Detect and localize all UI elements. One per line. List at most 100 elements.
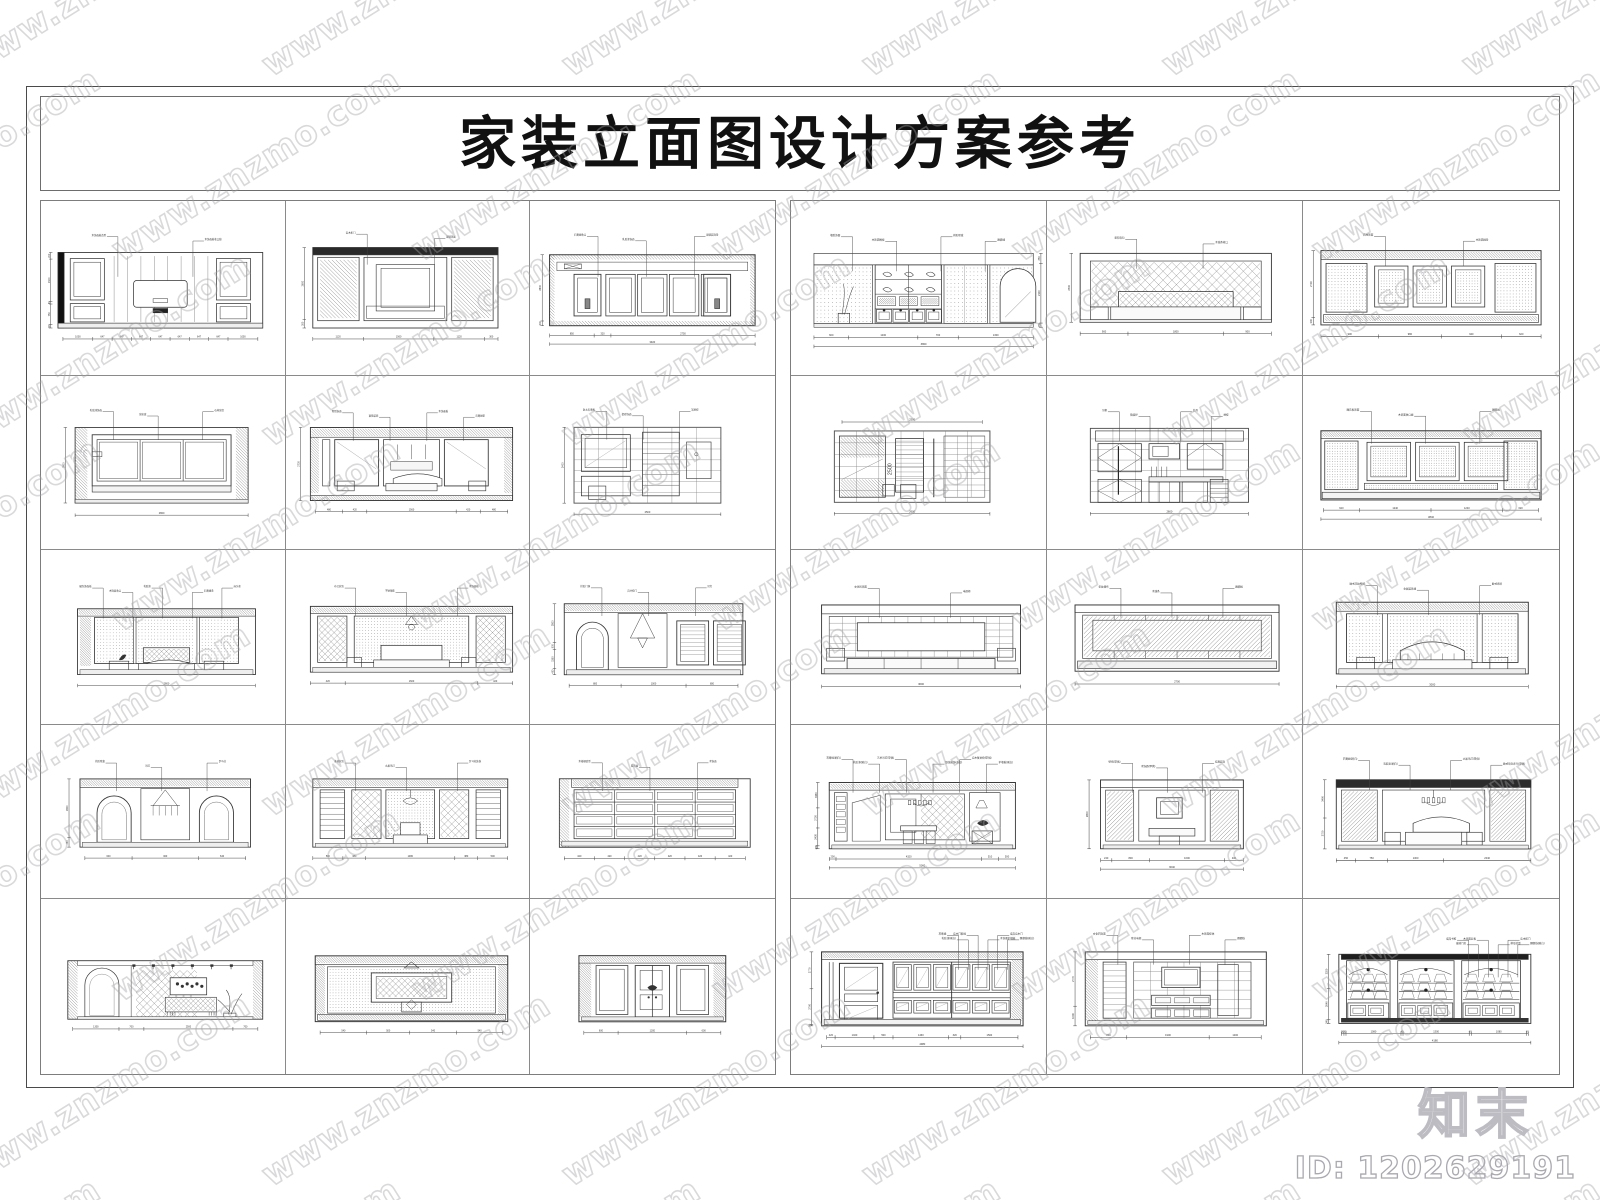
svg-text:木饰面板收口线: 木饰面板收口线	[205, 237, 223, 241]
svg-text:1000: 1000	[651, 683, 657, 686]
title-block: 家装立面图设计方案参考	[40, 96, 1560, 191]
svg-text:1000: 1000	[240, 336, 246, 339]
svg-text:480: 480	[327, 508, 332, 511]
svg-text:420: 420	[466, 508, 471, 511]
svg-text:647: 647	[178, 336, 183, 339]
elevation-drawing-bookcase-elevation: 成品书柜玻璃门扇木饰面层板拱形造型实木柜门踢脚线(刷白)225020402405…	[1325, 937, 1545, 1045]
svg-text:1000: 1000	[75, 336, 81, 339]
svg-text:900: 900	[163, 855, 168, 858]
watermark-text: www.znzmo.com	[554, 0, 859, 86]
svg-text:2750: 2750	[681, 332, 687, 335]
svg-text:吊灯: 吊灯	[145, 763, 150, 767]
svg-text:500: 500	[552, 644, 555, 649]
svg-text:647: 647	[216, 336, 221, 339]
svg-text:罗马柱: 罗马柱	[219, 759, 227, 763]
svg-text:1540: 1540	[48, 277, 51, 283]
svg-text:450: 450	[66, 840, 69, 845]
svg-text:1120: 1120	[335, 336, 341, 339]
brand-logo: 知末	[1417, 1084, 1534, 1147]
svg-text:拱形壁龛: 拱形壁龛	[95, 759, 105, 763]
svg-text:2800: 2800	[62, 461, 65, 467]
svg-text:银镜装饰条: 银镜装饰条	[707, 233, 720, 237]
drawing-sheet-frame	[26, 86, 1574, 1088]
svg-text:3920: 3920	[650, 340, 656, 344]
svg-text:乳胶漆: 乳胶漆	[144, 584, 152, 588]
drawing-cell-dining-room-elevation[interactable]: 石膏线(刷白)乳胶漆(刷白)艺术吊灯(甲供)银镜装饰(菱形)实木餐桌椅(甲供)护…	[791, 724, 1047, 900]
svg-text:120: 120	[48, 324, 51, 329]
svg-text:647: 647	[100, 336, 105, 339]
svg-text:石膏线收口: 石膏线收口	[574, 233, 587, 237]
watermark-text: www.znzmo.com	[854, 0, 1159, 86]
svg-text:不锈钢条: 不锈钢条	[385, 589, 395, 593]
watermark-text: www.znzmo.com	[404, 1169, 709, 1200]
svg-text:300: 300	[489, 336, 494, 339]
svg-text:420: 420	[493, 680, 498, 683]
svg-text:647: 647	[120, 336, 125, 339]
svg-text:瓷砖饰面: 瓷砖饰面	[622, 412, 632, 416]
svg-text:窗帘盒: 窗帘盒	[139, 412, 147, 416]
svg-text:浴室柜: 浴室柜	[692, 407, 700, 411]
svg-text:640: 640	[106, 855, 111, 858]
svg-text:647: 647	[139, 336, 144, 339]
svg-text:2800: 2800	[66, 805, 69, 811]
svg-text:壁纸饰面: 壁纸饰面	[331, 409, 341, 413]
svg-text:乳胶漆饰面: 乳胶漆饰面	[623, 237, 636, 241]
watermark-text: www.znzmo.com	[0, 1169, 109, 1200]
svg-text:90: 90	[48, 301, 51, 304]
svg-text:1560: 1560	[408, 508, 414, 511]
svg-text:石膏线条: 石膏线条	[475, 413, 485, 417]
svg-text:拱形门洞: 拱形门洞	[581, 584, 591, 588]
svg-text:2800: 2800	[159, 511, 165, 515]
svg-text:布艺软包: 布艺软包	[334, 584, 344, 588]
svg-text:木饰面板: 木饰面板	[438, 409, 448, 413]
svg-text:1600: 1600	[408, 680, 414, 683]
svg-text:木饰面板造型: 木饰面板造型	[92, 233, 107, 237]
